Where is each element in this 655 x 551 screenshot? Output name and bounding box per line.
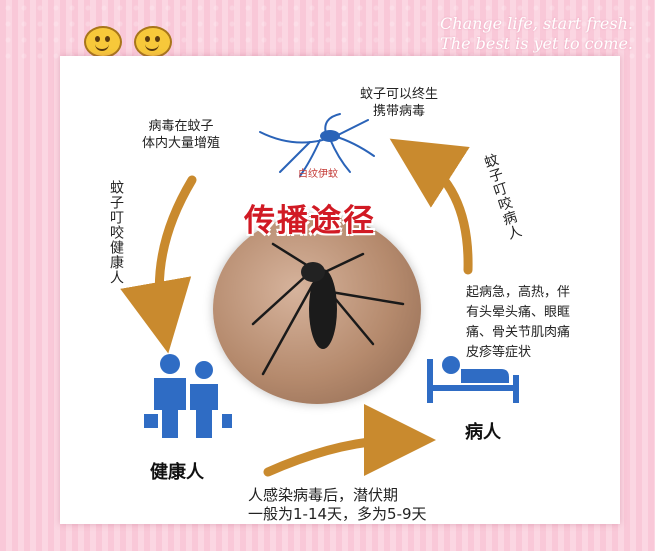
incubation-text: 人感染病毒后，潜伏期 一般为1-14天，多为5-9天	[248, 486, 427, 524]
mosquito-photo	[213, 214, 421, 404]
label-line: 蚊子可以终生	[360, 87, 439, 102]
family-icon	[144, 354, 232, 438]
patient-label: 病人	[465, 422, 501, 443]
symptom-line: 有头晕头痛、眼眶	[466, 305, 571, 320]
smiley-face-icon	[134, 26, 172, 58]
bite-healthy-label: 蚊子叮咬健康人	[108, 180, 124, 285]
healthy-person-label: 健康人	[150, 462, 204, 483]
virus-multiply-label: 病毒在蚊子 体内大量增殖	[142, 118, 220, 152]
diagram-title: 传播途径	[244, 203, 376, 239]
incubation-line: 一般为1-14天，多为5-9天	[248, 505, 427, 523]
tagline-line-2: The best is yet to come.	[440, 34, 633, 53]
mosquito-species-label: 白纹伊蚊	[298, 169, 338, 180]
arrow-icon	[263, 404, 436, 477]
tagline: Change life, start fresh. The best is ye…	[440, 14, 633, 54]
symptom-line: 起病急，高热，伴	[466, 285, 571, 300]
label-line: 病毒在蚊子	[148, 119, 214, 134]
symptoms-text: 起病急，高热，伴 有头晕头痛、眼眶 痛、骨关节肌肉痛 皮疹等症状	[466, 283, 570, 363]
symptom-line: 痛、骨关节肌肉痛	[466, 325, 571, 340]
mosquito-icon	[251, 242, 405, 376]
symptom-line: 皮疹等症状	[466, 345, 532, 360]
arrow-icon	[120, 175, 197, 354]
lifelong-carrier-label: 蚊子可以终生 携带病毒	[360, 86, 438, 120]
arrow-icon	[389, 138, 473, 275]
mosquito-icon	[259, 113, 375, 177]
label-line: 携带病毒	[373, 104, 426, 119]
incubation-line: 人感染病毒后，潜伏期	[248, 486, 399, 504]
tagline-line-1: Change life, start fresh.	[440, 14, 633, 33]
patient-bed-icon	[427, 356, 519, 403]
label-line: 体内大量增殖	[142, 136, 221, 151]
